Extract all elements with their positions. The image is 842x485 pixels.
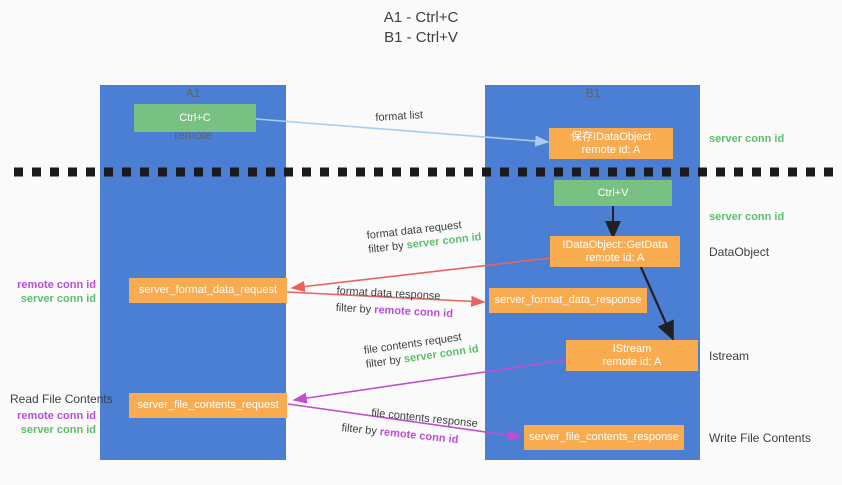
edge-label-format-data-request-filter-pre: filter by	[367, 239, 408, 256]
edge-label-format-list: format list	[375, 109, 424, 124]
edge-label-file-contents-request-filter-pre: filter by	[365, 353, 405, 371]
box-idataobject-getdata[interactable]: IDataObject::GetData remote id: A	[550, 236, 680, 267]
label-dataobject: DataObject	[709, 245, 770, 259]
edge-label-file-contents-response-filter-key: remote conn id	[379, 425, 459, 447]
label-write-file-contents: Write File Contents	[709, 431, 811, 445]
label-group-format-conn-ids: remote conn id server conn id	[10, 278, 96, 306]
edge-label-format-data-response-filter-key: remote conn id	[373, 303, 454, 321]
box-save-idataobject[interactable]: 保存IDataObject remote id: A	[549, 128, 673, 159]
label-remote-conn-id-file: remote conn id	[17, 410, 96, 422]
label-server-conn-id-second: server conn id	[709, 211, 785, 223]
column-header-b1-name: B1	[585, 86, 601, 100]
label-server-conn-id-top: server conn id	[709, 133, 785, 145]
box-server-file-contents-response[interactable]: server_file_contents_response	[524, 425, 684, 450]
edge-label-format-data-response-filter: filter by remote conn id	[335, 301, 453, 321]
box-istream[interactable]: IStream remote id: A	[566, 340, 698, 371]
label-server-conn-id-format: server conn id	[20, 293, 96, 305]
label-group-file-conn-ids: remote conn id server conn id	[10, 409, 96, 437]
label-remote-conn-id-format: remote conn id	[17, 279, 96, 291]
edge-label-file-contents-response-filter-pre: filter by	[340, 421, 381, 438]
box-server-format-data-response[interactable]: server_format_data_response	[489, 288, 647, 313]
box-ctrl-v[interactable]: Ctrl+V	[554, 180, 672, 206]
edge-label-group-file-contents-response: file contents response filter by remote …	[341, 406, 479, 449]
box-ctrl-c[interactable]: Ctrl+C	[134, 104, 256, 132]
box-server-format-data-request[interactable]: server_format_data_request	[129, 278, 287, 303]
edge-label-group-file-contents-request: file contents request filter by server c…	[363, 328, 480, 372]
column-header-a1-name: A1	[185, 86, 201, 100]
label-server-conn-id-file: server conn id	[20, 424, 96, 436]
label-read-file-contents: Read File Contents	[10, 392, 113, 406]
box-server-file-contents-request[interactable]: server_file_contents_request	[129, 393, 287, 418]
label-istream: Istream	[709, 349, 750, 363]
page-title: A1 - Ctrl+C B1 - Ctrl+V	[383, 9, 459, 46]
edge-label-group-format-data-request: format data request filter by server con…	[366, 216, 482, 257]
edge-label-group-format-data-response: format data response filter by remote co…	[335, 284, 454, 321]
edge-label-format-data-response-filter-pre: filter by	[335, 301, 375, 316]
